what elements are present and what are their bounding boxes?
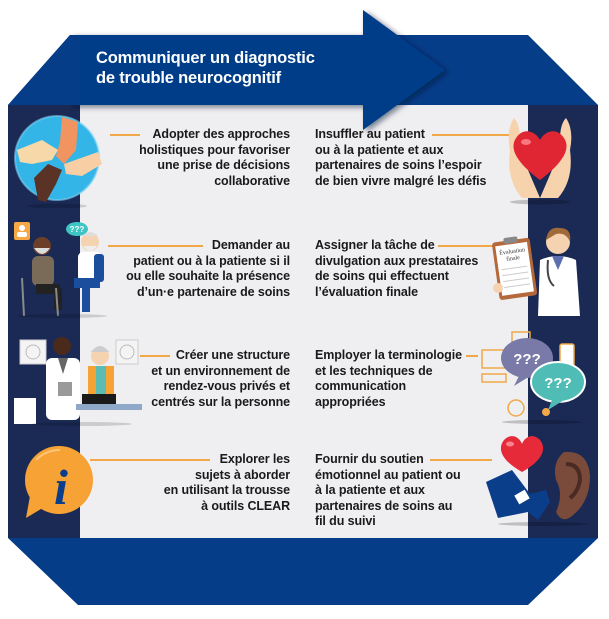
connector-line [432, 134, 512, 136]
item-6-text: Employer la terminologie et les techniqu… [315, 348, 462, 409]
bottom-band [8, 538, 598, 605]
patient-and-doctor-icon: ??? [14, 222, 107, 318]
title-line-1: Communiquer un diagnostic [96, 49, 315, 67]
svg-text:???: ??? [70, 225, 85, 234]
item-8-text: Fournir du soutien émotionnel au patient… [315, 452, 461, 528]
svg-text:finale: finale [506, 254, 521, 263]
connector-line [430, 459, 492, 461]
svg-text:???: ??? [513, 351, 541, 368]
page-title: Communiquer un diagnostic de trouble neu… [96, 48, 315, 88]
item-7-text: Explorer les sujets à aborder en utilisa… [163, 452, 290, 513]
hands-holding-heart-icon [508, 118, 572, 205]
heart-ear-icon [486, 436, 590, 526]
connector-line [438, 245, 493, 247]
connector-line [140, 355, 170, 357]
content-panel [80, 105, 528, 538]
doctor-and-patient-office-icon [14, 337, 142, 426]
svg-text:i: i [54, 459, 68, 515]
connector-line [108, 245, 203, 247]
hands-together-icon [14, 115, 102, 208]
connector-line [110, 134, 140, 136]
item-4-text: Assigner la tâche de divulgation aux pre… [315, 238, 479, 299]
question-bubbles-icon: ??? ??? [481, 331, 586, 424]
item-2-text: Insuffler au patient ou à la patiente et… [315, 127, 487, 188]
connector-line [90, 459, 210, 461]
item-5-text: Créer une structure et un environnement … [151, 348, 290, 409]
doctor-with-clipboard-icon: Évaluation finale [492, 227, 580, 316]
connector-line [466, 355, 478, 357]
item-3-text: Demander au patient ou à la patiente si … [126, 238, 290, 299]
svg-text:???: ??? [544, 375, 572, 392]
svg-text:Évaluation: Évaluation [499, 245, 526, 257]
title-line-2: de trouble neurocognitif [96, 69, 281, 87]
item-1-text: Adopter des approches holistiques pour f… [139, 127, 290, 188]
info-bubble-icon: i [25, 446, 93, 518]
